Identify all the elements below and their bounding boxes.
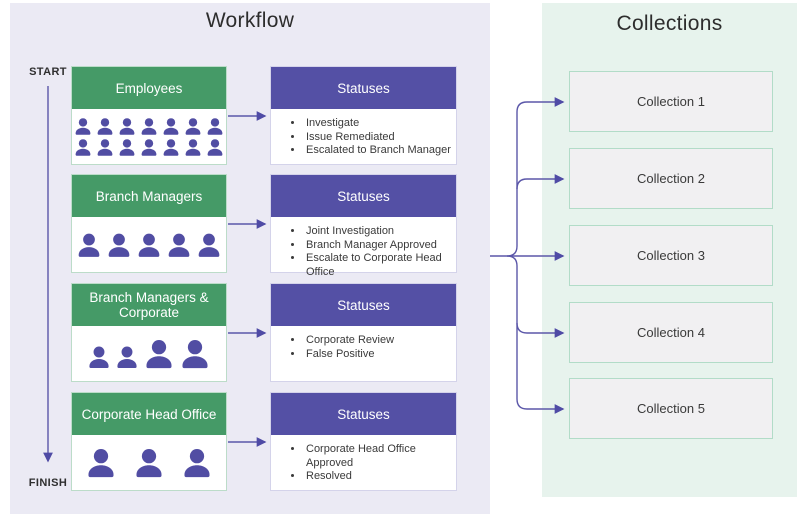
person-icon: [136, 448, 162, 477]
stage-corporate-head-office: Corporate Head Office Statuses Corporate…: [0, 392, 800, 491]
stage-branch-managers: Branch Managers Statuses Joint Investiga…: [0, 174, 800, 278]
collections-title: Collections: [616, 12, 723, 35]
stage-box: Branch Managers & Corporate: [71, 283, 227, 382]
people-group: [72, 326, 226, 382]
person-icon: [75, 139, 91, 156]
status-box: Statuses Investigate Issue Remediated Es…: [270, 66, 457, 165]
status-item: Branch Manager Approved: [304, 239, 456, 253]
statuses-header: Statuses: [271, 284, 456, 326]
statuses-header: Statuses: [271, 393, 456, 435]
status-box: Statuses Joint Investigation Branch Mana…: [270, 174, 457, 278]
start-label: START: [29, 66, 67, 78]
status-item: Joint Investigation: [304, 225, 456, 239]
person-icon: [89, 346, 109, 369]
person-icon: [97, 118, 113, 135]
statuses-header: Statuses: [271, 67, 456, 109]
person-icon: [163, 118, 179, 135]
person-icon: [88, 448, 114, 477]
stage-box: Corporate Head Office: [71, 392, 227, 491]
person-icon: [78, 233, 100, 257]
person-icon: [184, 448, 210, 477]
person-icon: [75, 118, 91, 135]
stage-branch-managers-corporate: Branch Managers & Corporate Statuses Cor…: [0, 283, 800, 382]
person-icon: [146, 339, 172, 368]
person-icon: [108, 233, 130, 257]
status-item: Investigate: [304, 117, 456, 131]
stage-header: Branch Managers & Corporate: [72, 284, 226, 326]
person-icon: [198, 233, 220, 257]
person-icon: [141, 118, 157, 135]
person-icon: [117, 346, 137, 369]
collection-box-4: Collection 4: [569, 302, 773, 363]
person-icon: [185, 139, 201, 156]
person-icon: [163, 139, 179, 156]
person-icon: [119, 139, 135, 156]
status-item: Issue Remediated: [304, 131, 456, 145]
person-icon: [182, 339, 208, 368]
people-group: [72, 109, 226, 165]
stage-header: Branch Managers: [72, 175, 226, 217]
stage-box: Branch Managers: [71, 174, 227, 273]
people-group: [72, 217, 226, 273]
statuses-list: Joint Investigation Branch Manager Appro…: [271, 225, 456, 279]
collection-box-2: Collection 2: [569, 148, 773, 209]
collection-box-5: Collection 5: [569, 378, 773, 439]
status-item: Escalate to Corporate Head Office: [304, 252, 456, 279]
person-icon: [141, 139, 157, 156]
statuses-list: Corporate Head Office Approved Resolved: [271, 443, 456, 484]
status-item: Corporate Head Office Approved: [304, 443, 456, 470]
status-item: Escalated to Branch Manager: [304, 144, 456, 158]
collection-box-1: Collection 1: [569, 71, 773, 132]
stage-header: Employees: [72, 67, 226, 109]
statuses-list: Corporate Review False Positive: [271, 334, 456, 361]
status-item: Corporate Review: [304, 334, 456, 348]
people-group: [72, 435, 226, 491]
person-icon: [207, 118, 223, 135]
person-icon: [207, 139, 223, 156]
status-item: Resolved: [304, 470, 456, 484]
person-icon: [185, 118, 201, 135]
stage-employees: Employees Statuses Investigate Issue Rem…: [0, 66, 800, 165]
person-icon: [168, 233, 190, 257]
stage-header: Corporate Head Office: [72, 393, 226, 435]
person-icon: [138, 233, 160, 257]
workflow-title: Workflow: [205, 9, 295, 32]
status-item: False Positive: [304, 348, 456, 362]
statuses-list: Investigate Issue Remediated Escalated t…: [271, 117, 456, 158]
status-box: Statuses Corporate Head Office Approved …: [270, 392, 457, 491]
person-icon: [97, 139, 113, 156]
finish-label: FINISH: [28, 477, 68, 489]
collection-box-3: Collection 3: [569, 225, 773, 286]
stage-box: Employees: [71, 66, 227, 165]
person-icon: [119, 118, 135, 135]
statuses-header: Statuses: [271, 175, 456, 217]
status-box: Statuses Corporate Review False Positive: [270, 283, 457, 382]
